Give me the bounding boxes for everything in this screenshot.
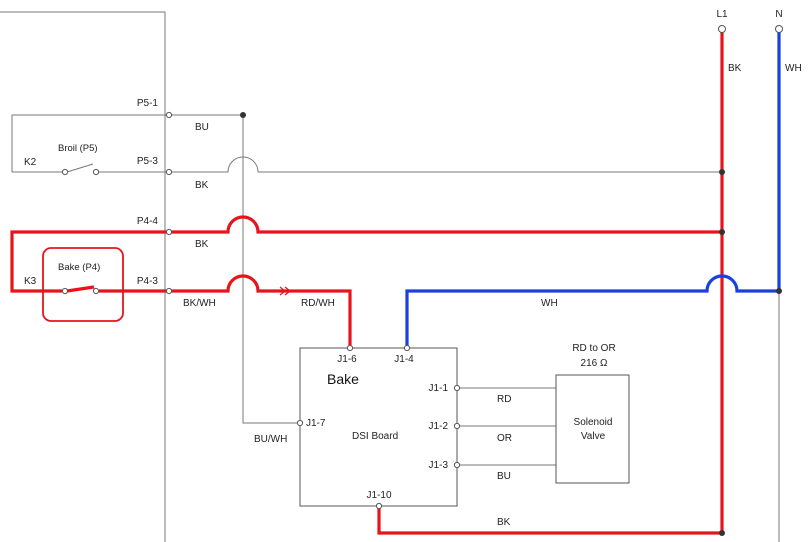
dsi-board-box <box>299 347 458 507</box>
broil-branch-wire <box>11 114 165 172</box>
terminal-j1-6 <box>346 344 354 352</box>
bu-wh-wire-label: BU/WH <box>254 434 287 445</box>
j1-3-label: J1-3 <box>429 460 449 471</box>
k3-left-loop <box>10 230 165 293</box>
bk-wire-p5-3 <box>165 156 722 173</box>
terminal-p4-3 <box>165 287 173 295</box>
solenoid-valve-box <box>555 374 630 484</box>
j1-1-label: J1-1 <box>429 383 449 394</box>
junction-node <box>719 229 725 235</box>
p5-3-label: P5-3 <box>137 156 159 167</box>
j1-4-label: J1-4 <box>394 354 414 365</box>
terminal-p4-4 <box>165 228 173 236</box>
solenoid-spec-line2: 216 Ω <box>581 358 608 369</box>
j1-10-label: J1-10 <box>366 490 391 501</box>
junction-node <box>719 530 725 536</box>
bk-p4-4-wire-label: BK <box>195 239 209 250</box>
n-label: N <box>775 9 782 20</box>
p5-1-label: P5-1 <box>137 98 159 109</box>
solenoid-label-line2: Valve <box>581 431 606 442</box>
rd-wire-label: RD <box>497 394 511 405</box>
junction-node <box>240 112 246 118</box>
junction-node <box>719 169 725 175</box>
or-wire-label: OR <box>497 433 512 444</box>
bu-wire-label: BU <box>195 122 209 133</box>
terminal-j1-2 <box>453 422 461 430</box>
terminal-p5-3 <box>165 168 173 176</box>
l1-wire-label: BK <box>728 63 742 74</box>
terminal-n <box>775 25 783 33</box>
terminal-j1-10 <box>375 502 383 510</box>
j1-7-label: J1-7 <box>306 418 326 429</box>
terminal-l1 <box>718 25 726 33</box>
terminal-j1-1 <box>453 384 461 392</box>
k2-label: K2 <box>24 157 37 168</box>
dsi-board-title: DSI Board <box>352 431 398 442</box>
wire-arrow-marks <box>279 286 291 296</box>
solenoid-spec-line1: RD to OR <box>572 343 615 354</box>
bake-switch-blade <box>66 285 95 293</box>
rd-wh-wire-label: RD/WH <box>301 298 335 309</box>
bk-p5-3-wire-label: BK <box>195 180 209 191</box>
junction-node <box>776 288 782 294</box>
bk-wh-wire <box>165 274 352 346</box>
bake-relay-label: Bake (P4) <box>58 262 100 273</box>
bk-wire-bottom <box>377 508 722 535</box>
bu-wh-wire <box>242 115 300 424</box>
broil-label: Broil (P5) <box>58 143 98 154</box>
j1-2-label: J1-2 <box>429 421 449 432</box>
terminal-j1-3 <box>453 461 461 469</box>
n-wire-label: WH <box>785 63 802 74</box>
bk-wire-p4-4 <box>165 215 722 234</box>
p4-4-label: P4-4 <box>137 216 159 227</box>
bu-j1-3-wire-label: BU <box>497 471 511 482</box>
wh-wire <box>405 274 779 346</box>
bake-annotation: Bake <box>327 371 359 387</box>
broil-switch-blade <box>66 163 94 173</box>
bake-relay-highlight <box>42 247 124 322</box>
j1-6-label: J1-6 <box>337 354 357 365</box>
p4-3-label: P4-3 <box>137 276 159 287</box>
k3-label: K3 <box>24 276 37 287</box>
wh-wire-label: WH <box>541 298 558 309</box>
l1-label: L1 <box>716 9 728 20</box>
solenoid-label-line1: Solenoid <box>574 417 613 428</box>
control-panel-outline <box>0 11 166 542</box>
terminal-j1-4 <box>403 344 411 352</box>
terminal-j1-7 <box>296 419 304 427</box>
terminal-p5-1 <box>165 111 173 119</box>
bk-wh-wire-label: BK/WH <box>183 298 216 309</box>
bk-bottom-wire-label: BK <box>497 517 511 528</box>
